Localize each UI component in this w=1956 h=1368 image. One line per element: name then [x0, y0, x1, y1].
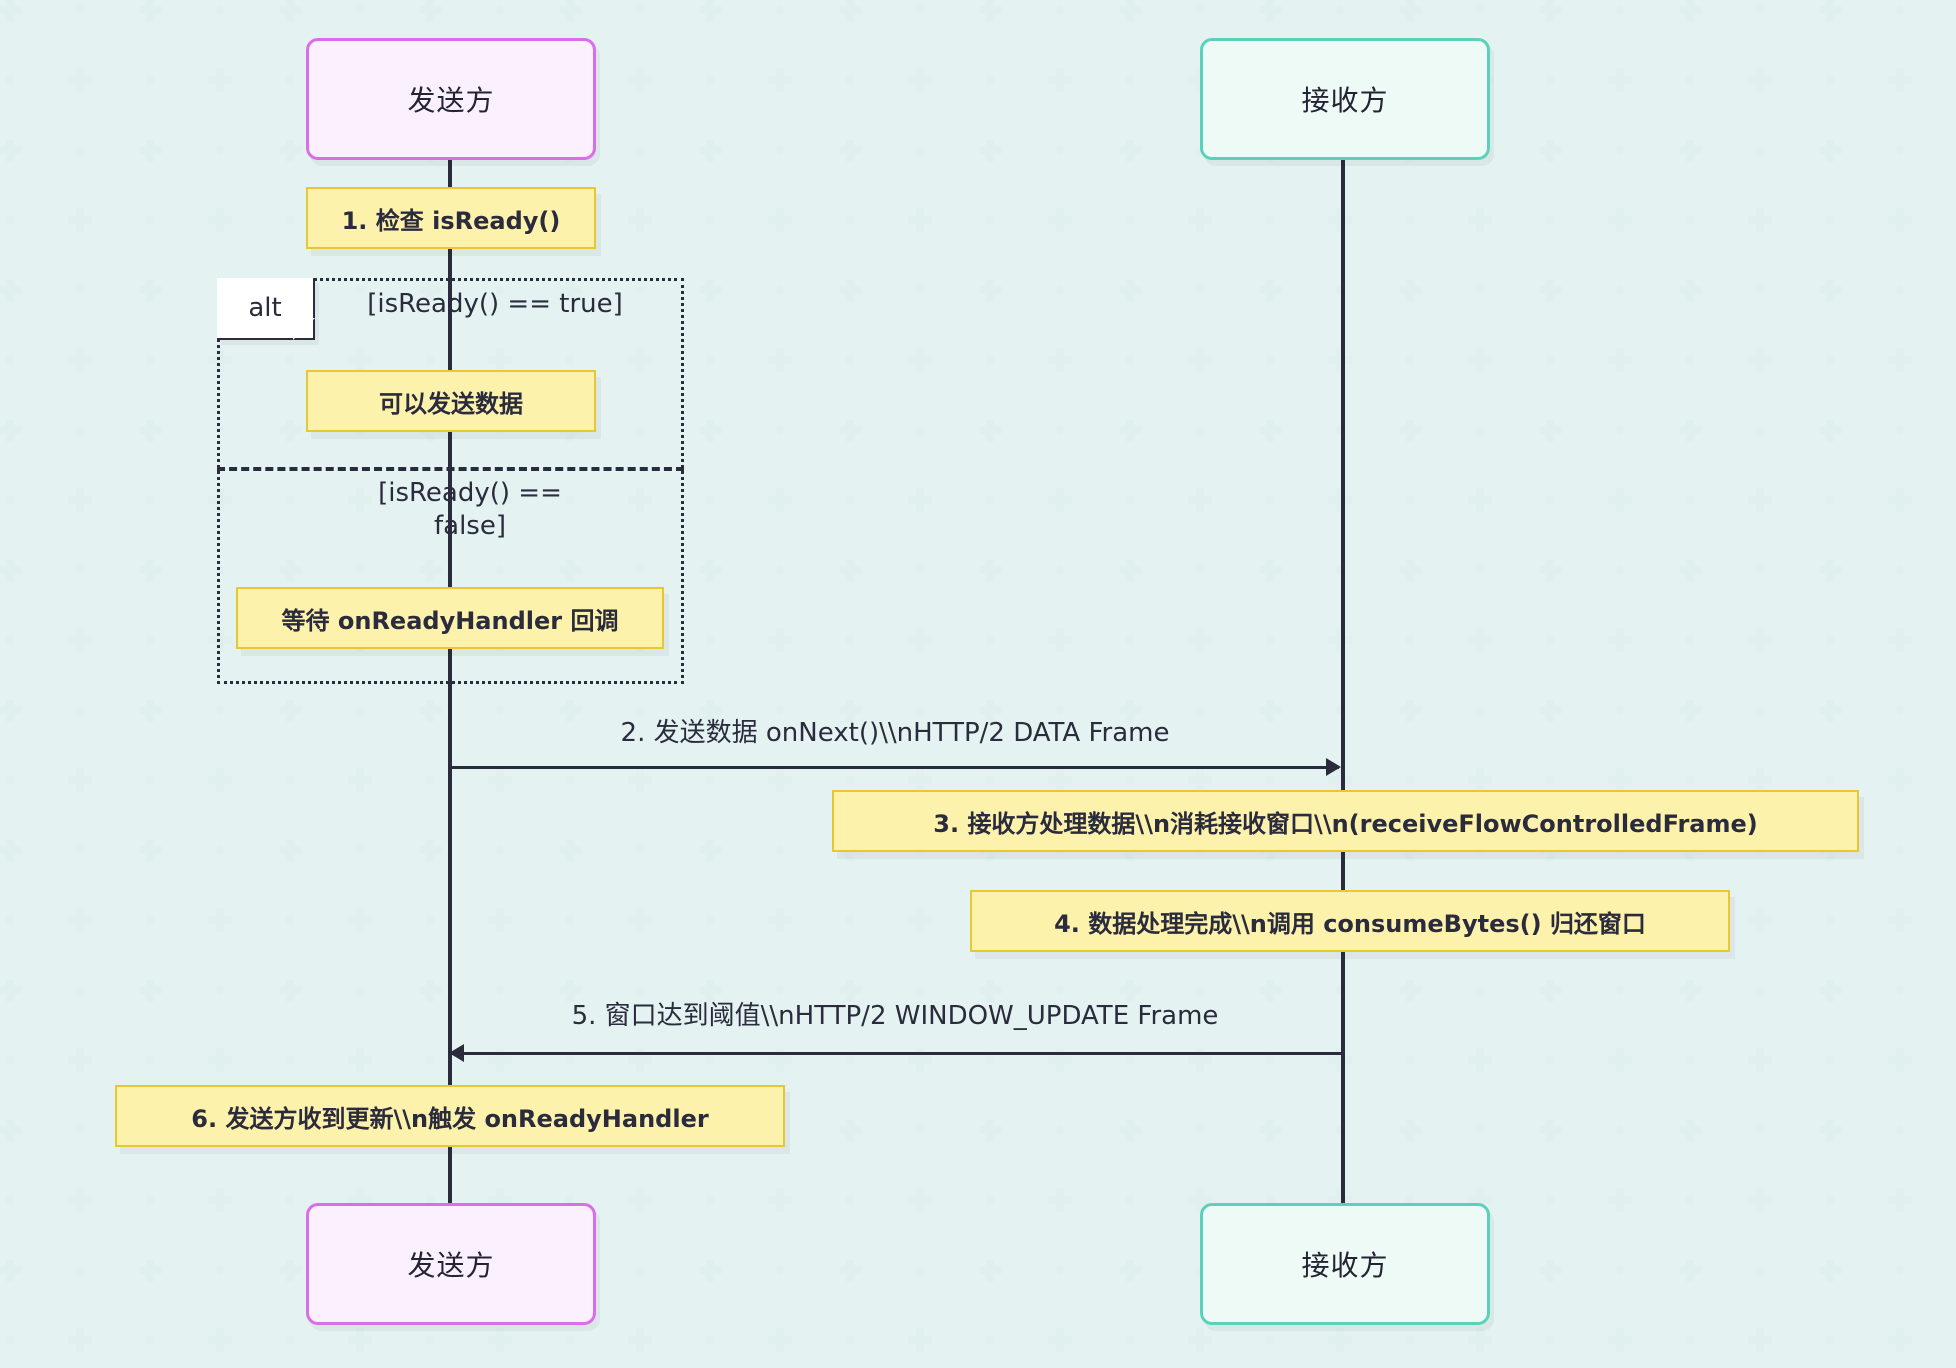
- alt-branch-condition-2: [isReady() == false]: [378, 478, 562, 541]
- participant-sender-top[interactable]: 发送方: [306, 38, 596, 160]
- alt-fragment: [217, 278, 684, 684]
- message-line-5: [464, 1052, 1342, 1055]
- note-receiver-processes-data: 3. 接收方处理数据\\n消耗接收窗口\\n(receiveFlowContro…: [832, 790, 1859, 852]
- participant-receiver-bottom[interactable]: 接收方: [1200, 1203, 1490, 1325]
- message-arrowhead-2: [1326, 758, 1341, 776]
- alt-branch-condition-1: [isReady() == true]: [367, 289, 623, 319]
- alt-keyword-label: alt: [217, 278, 315, 340]
- participant-receiver-top[interactable]: 接收方: [1200, 38, 1490, 160]
- message-arrowhead-5: [449, 1044, 464, 1062]
- note-consume-bytes: 4. 数据处理完成\\n调用 consumeBytes() 归还窗口: [970, 890, 1730, 952]
- note-wait-onreadyhandler: 等待 onReadyHandler 回调: [236, 587, 664, 649]
- note-sender-receives-update: 6. 发送方收到更新\\n触发 onReadyHandler: [115, 1085, 785, 1147]
- note-can-send-data: 可以发送数据: [306, 370, 596, 432]
- message-label-5: 5. 窗口达到阈值\\nHTTP/2 WINDOW_UPDATE Frame: [571, 1001, 1219, 1031]
- alt-branch-divider: [217, 467, 684, 471]
- note-check-isready: 1. 检查 isReady(): [306, 187, 596, 249]
- message-line-2: [450, 766, 1339, 769]
- lifeline-receiver: [1341, 158, 1345, 1206]
- message-label-2: 2. 发送数据 onNext()\\nHTTP/2 DATA Frame: [620, 718, 1170, 748]
- participant-sender-bottom[interactable]: 发送方: [306, 1203, 596, 1325]
